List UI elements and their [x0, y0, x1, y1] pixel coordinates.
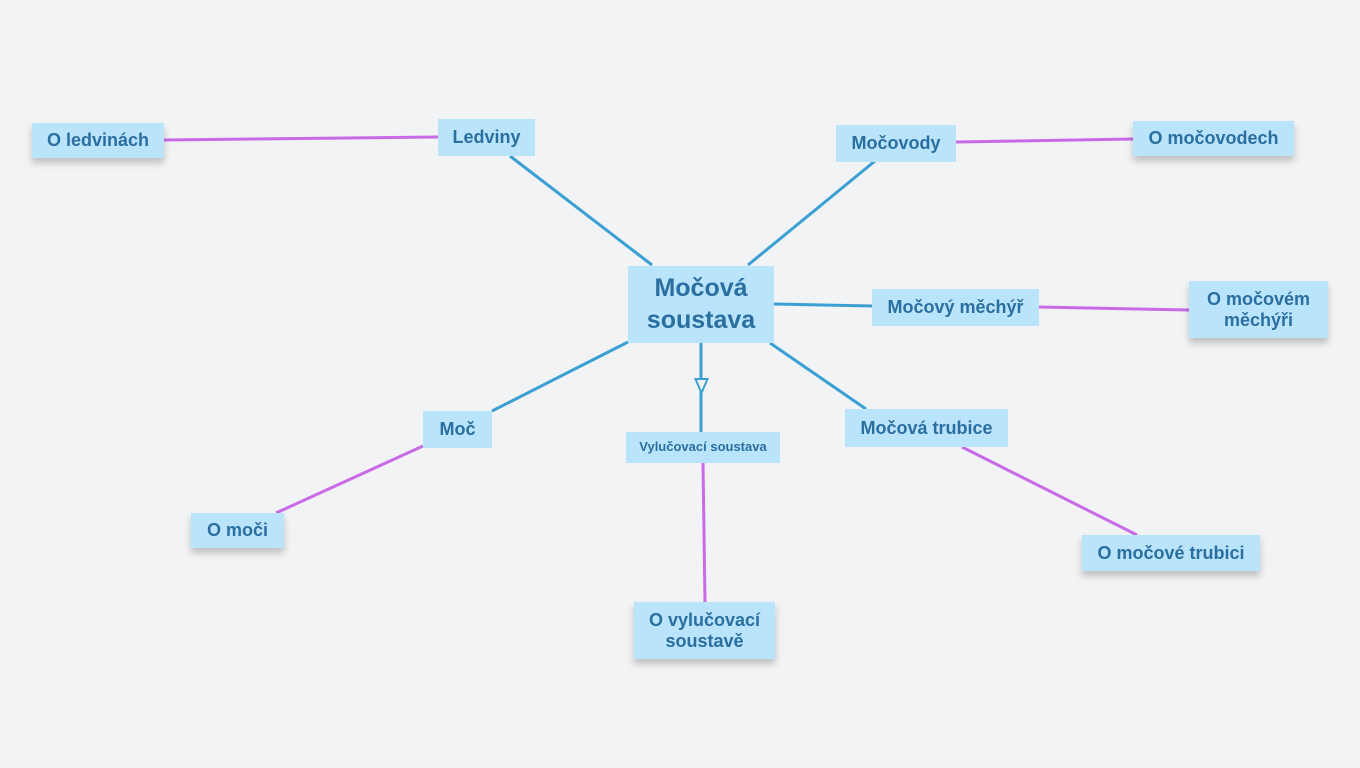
link-center-mocovy-mechyr — [773, 302, 873, 308]
link-mocovody-note — [955, 137, 1134, 144]
branch-label: Moč — [439, 419, 476, 440]
arrow-head-icon — [693, 378, 710, 396]
note-label: O moči — [206, 520, 268, 541]
branch-node-moc[interactable]: Moč — [423, 411, 492, 448]
link-center-ledviny — [509, 154, 653, 267]
link-mocovy-mechyr-note — [1037, 305, 1190, 312]
branch-node-ledviny[interactable]: Ledviny — [438, 119, 535, 156]
note-label: O močové trubici — [1097, 542, 1245, 563]
note-label: O močovodech — [1148, 128, 1279, 149]
branch-node-mocova-trubice[interactable]: Močová trubice — [845, 409, 1008, 447]
note-node-o-mocovodech[interactable]: O močovodech — [1133, 121, 1294, 156]
branch-label: Vylučovací soustava — [639, 439, 767, 455]
note-node-o-moci[interactable]: O moči — [191, 513, 284, 548]
link-center-mocovody — [747, 159, 876, 267]
note-label: O vylučovací soustavě — [648, 609, 761, 651]
link-ledviny-note — [163, 135, 439, 142]
branch-label: Močová trubice — [860, 417, 993, 438]
note-node-o-mocovem-mechyri[interactable]: O močovém měchýři — [1189, 281, 1328, 338]
link-center-mocova-trubice — [769, 341, 867, 411]
branch-node-mocovy-mechyr[interactable]: Močový měchýř — [872, 289, 1039, 326]
branch-label: Močový měchýř — [887, 297, 1024, 318]
note-node-o-vylucovaci-soustave[interactable]: O vylučovací soustavě — [634, 602, 775, 659]
note-label: O močovém měchýři — [1206, 288, 1311, 330]
link-vylucovaci-soustava-note — [701, 462, 707, 603]
link-center-moc — [491, 340, 629, 413]
link-mocova-trubice-note — [961, 445, 1138, 537]
branch-label: Ledviny — [452, 127, 521, 148]
link-moc-note — [275, 444, 424, 515]
branch-node-mocovody[interactable]: Močovody — [836, 125, 956, 162]
central-topic-node[interactable]: Močová soustava — [628, 266, 774, 343]
note-node-o-mocove-trubici[interactable]: O močové trubici — [1082, 535, 1260, 571]
central-topic-label: Močová soustava — [646, 274, 756, 334]
note-label: O ledvinách — [46, 130, 150, 151]
branch-label: Močovody — [851, 133, 941, 154]
note-node-o-ledvinach[interactable]: O ledvinách — [32, 123, 164, 158]
branch-node-vylucovaci-soustava[interactable]: Vylučovací soustava — [626, 432, 780, 463]
